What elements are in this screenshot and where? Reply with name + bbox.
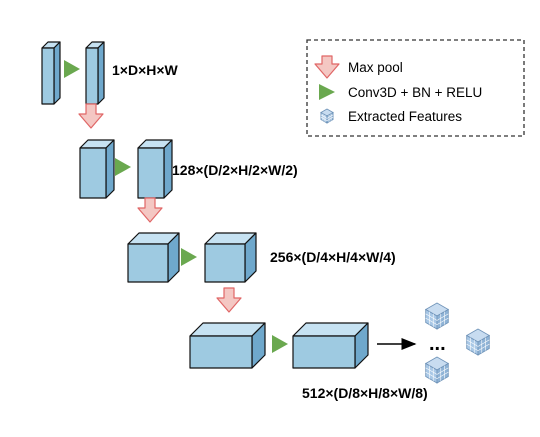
stage-4-block-a bbox=[189, 322, 266, 369]
legend-label-conv: Conv3D + BN + RELU bbox=[348, 85, 482, 100]
stage-2-block-a bbox=[79, 139, 115, 199]
ellipsis-label: ... bbox=[429, 333, 446, 355]
conv-triangle-icon bbox=[64, 60, 80, 78]
legend-border bbox=[306, 39, 525, 137]
conv-triangle-icon bbox=[272, 335, 288, 353]
max-pool-arrow-icon bbox=[137, 197, 163, 223]
stage-4-block-b bbox=[292, 322, 369, 369]
feature-cube-icon bbox=[424, 356, 450, 384]
feature-cube-icon bbox=[320, 108, 334, 124]
legend-label-max-pool: Max pool bbox=[348, 60, 403, 75]
stage-3-label: 256×(D/4×H/4×W/4) bbox=[270, 249, 396, 265]
legend-label-features: Extracted Features bbox=[348, 109, 462, 124]
stage-1-label: 1×D×H×W bbox=[112, 62, 179, 78]
max-pool-arrow-icon bbox=[314, 55, 340, 79]
max-pool-arrow-icon bbox=[78, 103, 104, 129]
stage-4-label: 512×(D/8×H/8×W/8) bbox=[302, 385, 428, 401]
stage-1-input-block-b bbox=[85, 41, 105, 105]
stage-3-block-a bbox=[127, 232, 180, 283]
conv-triangle-icon bbox=[181, 248, 197, 266]
stage-3-block-b bbox=[204, 232, 257, 283]
feature-cube-icon bbox=[465, 328, 491, 356]
stage-2-block-b bbox=[137, 139, 173, 199]
legend: Max pool Conv3D + BN + RELU Extracted Fe… bbox=[306, 39, 525, 137]
stage-1-input-block-a bbox=[41, 41, 61, 105]
max-pool-arrow-icon bbox=[216, 287, 242, 313]
stage-2-label: 128×(D/2×H/2×W/2) bbox=[172, 162, 298, 178]
conv-triangle-icon bbox=[319, 84, 335, 100]
conv-triangle-icon bbox=[115, 158, 131, 176]
feature-cube-icon bbox=[424, 302, 450, 330]
